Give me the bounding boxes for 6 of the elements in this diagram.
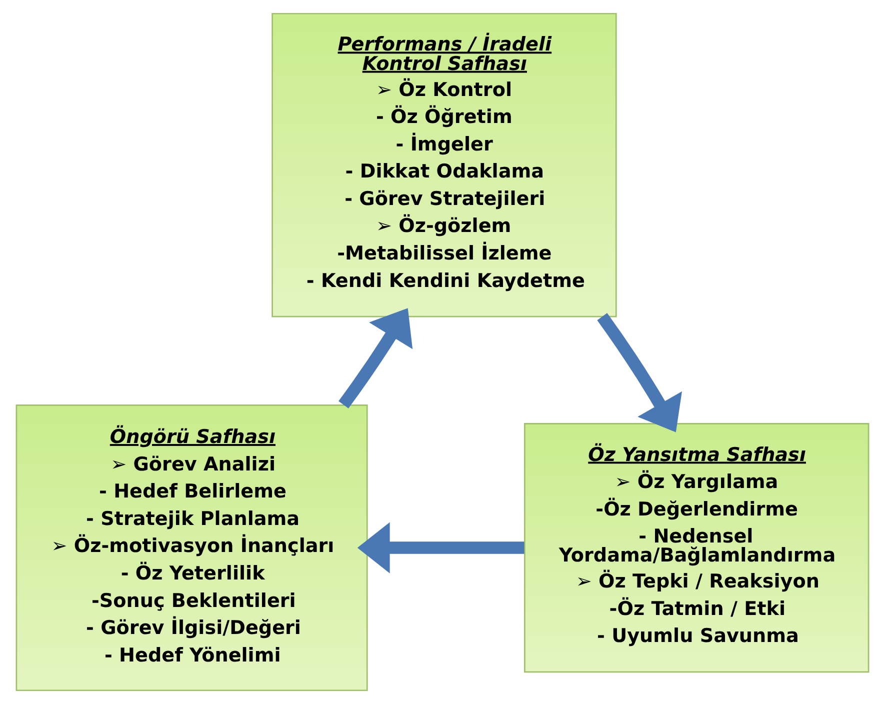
arrow (356, 522, 524, 574)
arrow (596, 313, 682, 432)
node-box: Performans / İradeli Kontrol Safhası ➢ Öz Kontrol - Öz Öğretim - İmgeler - Dikkat Odaklama - Görev Stratejileri ➢ Öz-gözlem -Metabilissel İzleme - Kendi Kendini Kaydetme (271, 12, 616, 318)
node-box: Öngörü Safhası ➢ Görev Analizi - Hedef Belirleme - Stratejik Planlama ➢ Öz-motivasyon İnançları - Öz Yeterlilik -Sonuç Beklentileri - Görev İlgisi/Değeri - Hedef Yönelimi (15, 404, 368, 692)
node-box: Öz Yansıtma Safhası ➢ Öz Yargılama -Öz Değerlendirme - Nedensel Yordama/Bağlamlandırma ➢ Öz Tepki / Reaksiyon -Öz Tatmin / Etki - Uyumlu Savunma (524, 422, 869, 673)
arrow (338, 308, 412, 408)
